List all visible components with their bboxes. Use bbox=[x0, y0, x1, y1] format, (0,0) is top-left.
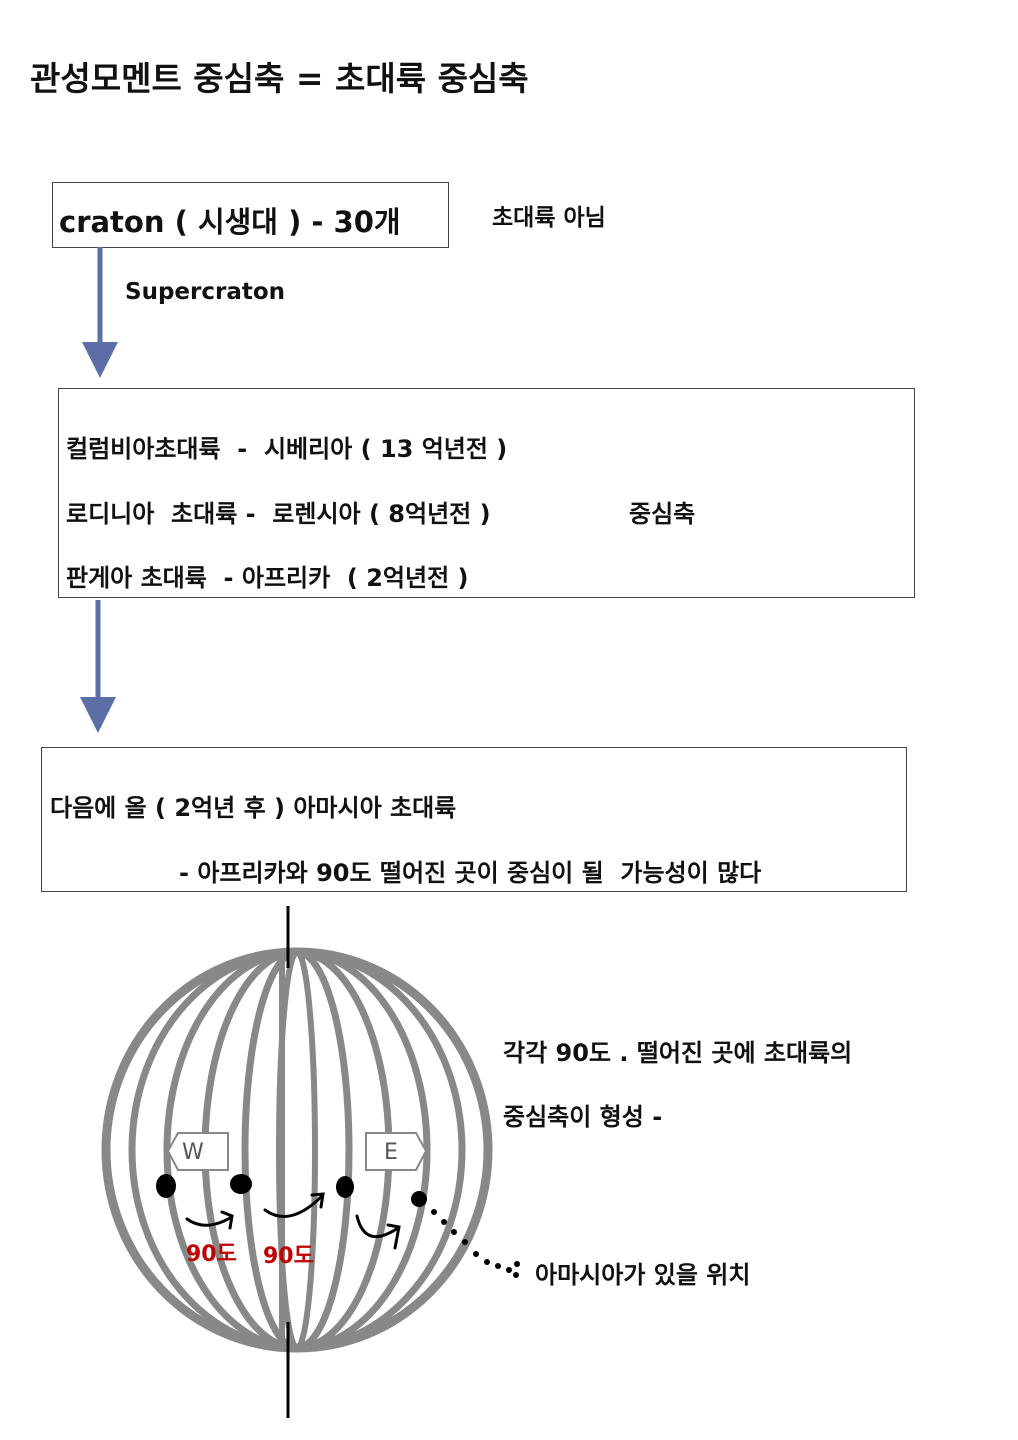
page-title: 관성모멘트 중심축 = 초대륙 중심축 bbox=[30, 59, 529, 98]
craton-box: craton ( 시생대 ) - 30개 bbox=[52, 182, 449, 248]
west-label: W bbox=[182, 1140, 204, 1165]
down-arrow-2 bbox=[80, 600, 116, 733]
amasia-line2: - 아프리카와 90도 떨어진 곳이 중심이 될 가능성이 많다 bbox=[179, 859, 762, 887]
west-tag bbox=[166, 1132, 229, 1171]
amasia-position-label: 아마시아가 있을 위치 bbox=[535, 1261, 751, 1289]
east-label: E bbox=[384, 1140, 398, 1165]
supercraton-label: Supercraton bbox=[125, 279, 286, 305]
supercontinent-columbia: 컬럼비아초대륙 - 시베리아 ( 13 억년전 ) bbox=[66, 435, 508, 463]
amasia-box: 다음에 올 ( 2억년 후 ) 아마시아 초대륙 - 아프리카와 90도 떨어진… bbox=[41, 747, 907, 892]
angle-label-1: 90도 bbox=[186, 1242, 237, 1267]
amasia-line1: 다음에 올 ( 2억년 후 ) 아마시아 초대륙 bbox=[50, 794, 457, 822]
supercontinent-dots bbox=[156, 1174, 427, 1207]
supercontinent-pangaea: 판게아 초대륙 - 아프리카 ( 2억년전 ) bbox=[66, 564, 469, 592]
note-line2: 중심축이 형성 - bbox=[503, 1103, 663, 1131]
note-line1: 각각 90도 . 떨어진 곳에 초대륙의 bbox=[503, 1039, 853, 1067]
angle-label-2: 90도 bbox=[263, 1244, 314, 1269]
down-arrow-1 bbox=[82, 247, 118, 378]
center-axis-label: 중심축 bbox=[629, 500, 696, 528]
not-supercontinent-note: 초대륙 아님 bbox=[492, 205, 606, 231]
craton-label: craton ( 시생대 ) - 30개 bbox=[59, 205, 401, 239]
rotation-arrows bbox=[185, 1192, 401, 1250]
supercontinent-box: 컬럼비아초대륙 - 시베리아 ( 13 억년전 ) 로디니아 초대륙 - 로렌시… bbox=[58, 388, 915, 598]
east-tag bbox=[365, 1132, 428, 1171]
dotted-pointer bbox=[431, 1209, 520, 1278]
supercontinent-rodinia: 로디니아 초대륙 - 로렌시아 ( 8억년전 ) bbox=[66, 500, 491, 528]
globe-icon bbox=[101, 947, 493, 1353]
